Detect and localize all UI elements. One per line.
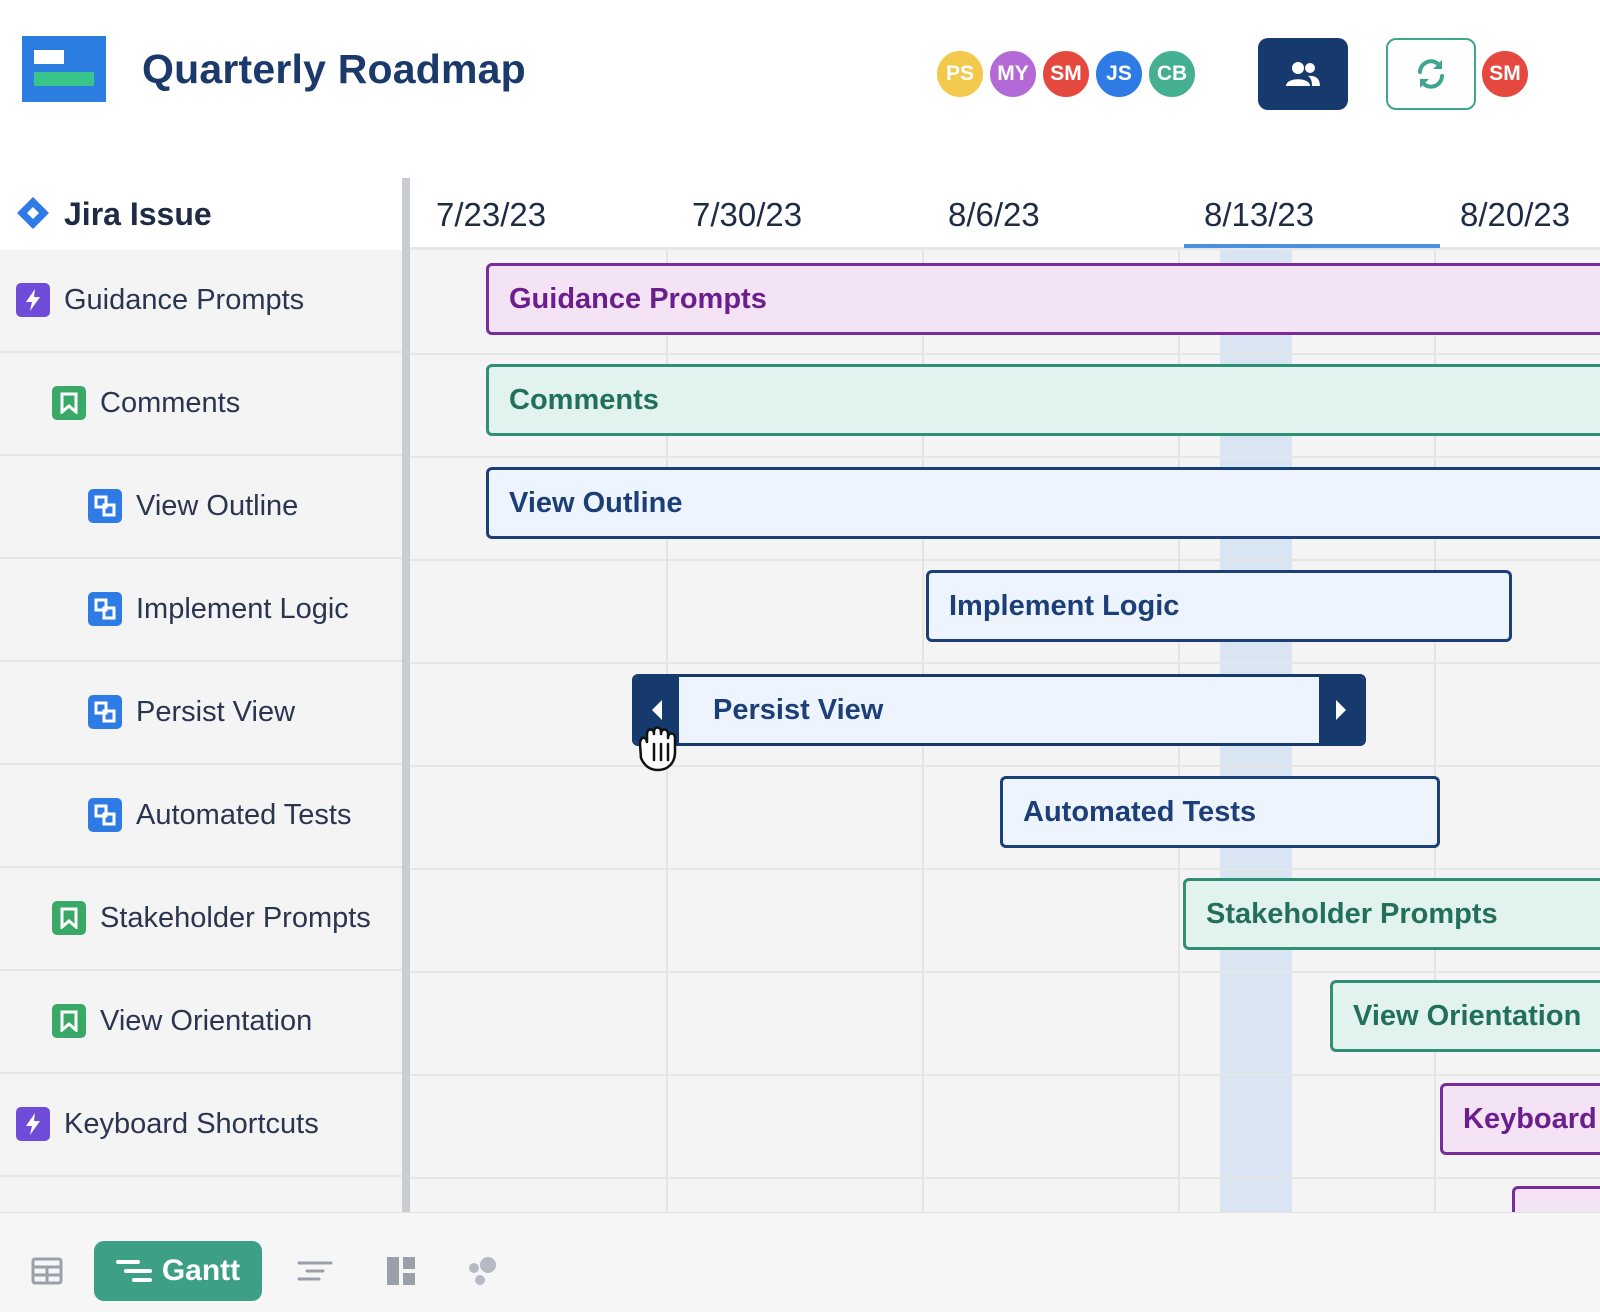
row-divider xyxy=(410,456,1600,458)
story-icon xyxy=(52,901,86,935)
row-divider xyxy=(410,559,1600,561)
list-item[interactable]: Comments xyxy=(0,353,402,456)
gantt-bar[interactable]: Guidance Prompts xyxy=(486,263,1600,335)
jira-diamond-icon xyxy=(17,197,49,229)
subtask-icon xyxy=(88,798,122,832)
gantt-bar[interactable]: Comments xyxy=(486,364,1600,436)
row-divider xyxy=(410,971,1600,973)
list-item[interactable]: View Outline xyxy=(0,456,402,559)
gantt-bar[interactable]: Keyboard Shortcuts xyxy=(1440,1083,1600,1155)
row-divider xyxy=(410,662,1600,664)
week-label: 8/20/23 xyxy=(1460,196,1571,233)
subtask-icon xyxy=(88,592,122,626)
people-icon xyxy=(1286,62,1320,86)
list-item[interactable]: Keyboard Shortcuts xyxy=(0,1074,402,1177)
grab-hand-cursor-icon xyxy=(638,726,677,772)
map-view-icon xyxy=(469,1257,496,1285)
list-item[interactable]: Automated Tests xyxy=(0,765,402,868)
list-item[interactable]: Implement Logic xyxy=(0,559,402,662)
gantt-bar[interactable]: Stakeholder Prompts xyxy=(1183,878,1600,950)
epic-icon xyxy=(16,1107,50,1141)
list-item-label: Implement Logic xyxy=(136,593,349,625)
week-gridline xyxy=(1434,178,1436,1212)
epic-icon xyxy=(16,283,50,317)
table-view-icon xyxy=(31,1257,63,1285)
column-resize-handle[interactable] xyxy=(402,178,410,1212)
story-icon xyxy=(52,1004,86,1038)
avatar[interactable]: CB xyxy=(1147,49,1197,99)
board-view-icon xyxy=(387,1257,415,1285)
app-logo-icon xyxy=(22,36,106,102)
week-label: 8/13/23 xyxy=(1204,196,1315,233)
list-item[interactable]: View Orientation xyxy=(0,971,402,1074)
board-view-button[interactable] xyxy=(376,1241,426,1301)
caret-right-icon xyxy=(1336,700,1346,720)
list-item[interactable]: Persist View xyxy=(0,662,402,765)
current-week-indicator xyxy=(1184,244,1440,248)
refresh-button[interactable] xyxy=(1386,38,1476,110)
story-icon xyxy=(52,386,86,420)
refresh-icon xyxy=(1418,59,1444,89)
avatar[interactable]: JS xyxy=(1094,49,1144,99)
list-item[interactable]: Stakeholder Prompts xyxy=(0,868,402,971)
avatar[interactable]: SM xyxy=(1041,49,1091,99)
gantt-view-button[interactable]: Gantt xyxy=(94,1241,262,1301)
view-switcher: Gantt xyxy=(0,1212,1600,1312)
list-view-button[interactable] xyxy=(290,1241,340,1301)
list-item-label: Comments xyxy=(100,387,241,419)
gantt-bar[interactable]: View Outline xyxy=(486,467,1600,539)
list-item-label: Guidance Prompts xyxy=(64,284,305,316)
gantt-bar[interactable]: Implement Logic xyxy=(926,570,1512,642)
header: Quarterly Roadmap PS MY SM JS CB SM xyxy=(0,0,1600,150)
row-divider xyxy=(410,765,1600,767)
gantt-bar[interactable]: View Orientation xyxy=(1330,980,1600,1052)
avatar[interactable]: PS xyxy=(935,49,985,99)
table-view-button[interactable] xyxy=(22,1241,72,1301)
list-item-label: Keyboard Shortcuts xyxy=(64,1108,319,1140)
gantt-bar-selected[interactable]: Persist View xyxy=(632,674,1366,746)
gantt-view-icon xyxy=(115,1260,152,1282)
subtask-icon xyxy=(88,489,122,523)
page-title: Quarterly Roadmap xyxy=(142,46,526,92)
week-label: 7/30/23 xyxy=(692,196,803,233)
row-divider xyxy=(410,1074,1600,1076)
list-item-label: View Outline xyxy=(136,490,299,522)
row-divider xyxy=(410,353,1600,355)
gantt-bar[interactable] xyxy=(1512,1186,1600,1212)
gantt-view-label: Gantt xyxy=(161,1254,241,1287)
list-item-label: View Orientation xyxy=(100,1005,313,1037)
column-header-label: Jira Issue xyxy=(64,196,212,232)
week-label: 7/23/23 xyxy=(436,196,547,233)
current-user-avatar[interactable]: SM xyxy=(1480,49,1530,99)
caret-left-icon xyxy=(652,700,662,720)
list-view-icon xyxy=(297,1261,333,1281)
week-label: 8/6/23 xyxy=(948,196,1040,233)
timeline-header: 7/23/23 7/30/23 8/6/23 8/13/23 8/20/23 xyxy=(410,178,1600,250)
list-item-label: Stakeholder Prompts xyxy=(100,902,371,934)
share-button[interactable] xyxy=(1258,38,1348,110)
map-view-button[interactable] xyxy=(458,1241,508,1301)
issue-list-header: Jira Issue xyxy=(0,178,402,250)
subtask-icon xyxy=(88,695,122,729)
issue-list: Jira Issue Guidance Prompts Comments Vie… xyxy=(0,178,402,1280)
gantt-timeline: 7/23/23 7/30/23 8/6/23 8/13/23 8/20/23 G… xyxy=(410,178,1600,1212)
list-item[interactable]: Guidance Prompts xyxy=(0,250,402,353)
gantt-bar-label: Persist View xyxy=(713,693,884,726)
resize-handle-right[interactable] xyxy=(1319,677,1363,743)
row-divider xyxy=(410,868,1600,870)
list-item-label: Automated Tests xyxy=(136,799,352,831)
gantt-bar[interactable]: Automated Tests xyxy=(1000,776,1440,848)
list-item-label: Persist View xyxy=(136,696,296,728)
avatar[interactable]: MY xyxy=(988,49,1038,99)
row-divider xyxy=(410,1177,1600,1179)
